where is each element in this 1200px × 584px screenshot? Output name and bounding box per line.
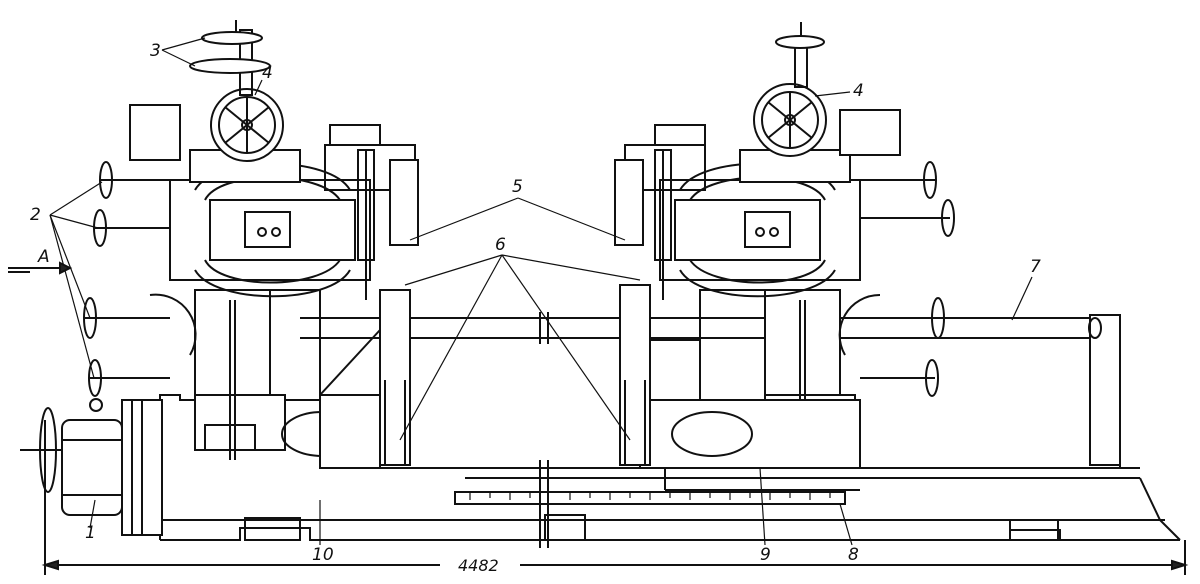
callout-7: 7 bbox=[1030, 257, 1041, 277]
right-head bbox=[614, 22, 955, 491]
lead-shaft bbox=[300, 312, 1121, 468]
callout-10: 10 bbox=[312, 545, 334, 565]
callout-1: 1 bbox=[85, 523, 96, 543]
right-handwheels bbox=[838, 109, 955, 397]
overall-length-dimension: 4482 bbox=[458, 556, 499, 575]
callout-4-left: 4 bbox=[262, 63, 273, 83]
view-arrow-a bbox=[8, 261, 73, 275]
motor bbox=[20, 398, 163, 536]
callout-5: 5 bbox=[512, 177, 523, 197]
leader-lines bbox=[49, 37, 1033, 546]
callout-3: 3 bbox=[150, 41, 161, 61]
callout-6: 6 bbox=[495, 235, 506, 255]
view-arrow-label: A bbox=[37, 247, 50, 267]
left-head bbox=[20, 20, 419, 536]
callout-9: 9 bbox=[760, 545, 771, 565]
callout-8: 8 bbox=[848, 545, 859, 565]
callout-4-right: 4 bbox=[853, 81, 864, 101]
machine-bed bbox=[159, 394, 1181, 548]
left-handwheels bbox=[83, 104, 197, 397]
callout-2: 2 bbox=[30, 205, 41, 225]
scale-ruler bbox=[454, 491, 846, 505]
dimension-line bbox=[41, 420, 1189, 575]
